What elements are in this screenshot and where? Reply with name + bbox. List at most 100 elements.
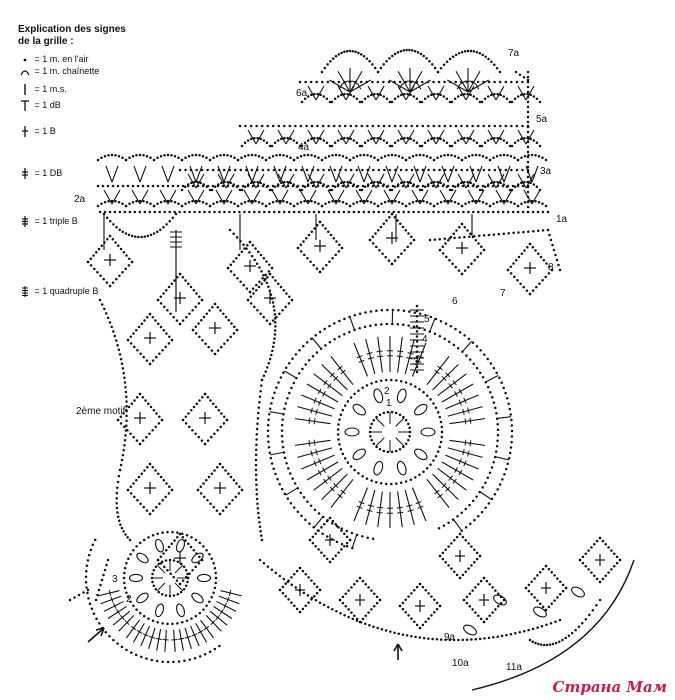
- chain-dot: [222, 312, 225, 316]
- chain-dot: [343, 124, 347, 128]
- chain-dot: [247, 154, 250, 157]
- chain-dot: [203, 442, 207, 446]
- chain-dot: [91, 543, 95, 547]
- chain-dot: [467, 265, 470, 269]
- chain-dot: [97, 247, 101, 251]
- stitch-stroke: [461, 340, 473, 353]
- stitch-stroke: [457, 129, 467, 145]
- stitch-stroke: [132, 622, 145, 643]
- chain-dot: [284, 595, 287, 598]
- chain-dot: [433, 136, 436, 140]
- chain-dot: [330, 521, 334, 525]
- chain-dot: [517, 255, 521, 259]
- chain-dot: [323, 554, 326, 557]
- chain-dot: [441, 252, 445, 255]
- stitch-stroke: [313, 460, 317, 467]
- chain-dot: [105, 281, 109, 284]
- chain-dot: [176, 184, 180, 188]
- chain-dot: [138, 199, 142, 203]
- chain-dot: [369, 155, 373, 158]
- chain-dot: [430, 137, 433, 141]
- chain-dot: [506, 210, 510, 214]
- chain-dot: [163, 200, 166, 203]
- chain-dot: [365, 57, 369, 60]
- chain-dot: [529, 93, 532, 97]
- chain-dot: [510, 435, 514, 438]
- stitch-stroke: [411, 342, 427, 377]
- chain-dot: [166, 660, 170, 664]
- chain-dot: [618, 558, 622, 562]
- chain-dot: [226, 154, 229, 157]
- chain-dot: [366, 124, 369, 128]
- chain-dot: [254, 200, 257, 203]
- chain-dot: [400, 137, 403, 141]
- picot-oval: [420, 427, 436, 437]
- stitch-stroke: [159, 189, 169, 205]
- chain-dot: [538, 100, 542, 104]
- chain-dot: [300, 168, 303, 172]
- chain-dot: [125, 562, 128, 565]
- chain-dot: [257, 411, 260, 415]
- chain-dot: [213, 302, 217, 306]
- chain-dot: [194, 325, 198, 329]
- chain-dot: [403, 249, 406, 252]
- stitch-stroke: [277, 173, 287, 189]
- chain-dot: [303, 253, 306, 257]
- chain-dot: [289, 156, 292, 160]
- chain-dot: [432, 402, 435, 405]
- chain-dot: [510, 188, 514, 192]
- chain-dot: [130, 260, 134, 264]
- chain-dot: [409, 137, 412, 141]
- chain-dot: [399, 481, 403, 485]
- chain-dot: [229, 155, 233, 158]
- chain-dot: [376, 626, 379, 630]
- stitch-stroke: [345, 129, 355, 145]
- chain-dot: [464, 526, 468, 529]
- chain-dot: [255, 262, 259, 265]
- chain-dot: [416, 184, 420, 188]
- stitch-stroke: [415, 501, 422, 505]
- chain-dot: [283, 180, 286, 184]
- chain-dot: [384, 255, 387, 259]
- chain-dot: [410, 634, 413, 638]
- stitch-stroke: [156, 629, 162, 651]
- chain-dot: [346, 461, 350, 464]
- chain-dot: [334, 153, 338, 157]
- chain-dot: [286, 184, 290, 188]
- chain-dot: [191, 328, 195, 332]
- chain-dot: [253, 305, 256, 309]
- chain-dot: [504, 391, 507, 395]
- chain-dot: [390, 450, 394, 454]
- stitch-stroke: [301, 394, 335, 410]
- chain-dot: [561, 589, 565, 593]
- chain-dot: [559, 593, 562, 596]
- chain-dot: [402, 210, 405, 214]
- chain-dot: [115, 502, 118, 505]
- chain-dot: [498, 483, 502, 486]
- chain-dot: [340, 542, 344, 546]
- chain-dot: [270, 353, 273, 357]
- chain-dot: [178, 210, 181, 214]
- chain-dot: [570, 631, 574, 635]
- chain-dot: [539, 602, 542, 605]
- chain-dot: [268, 407, 272, 411]
- chain-dot: [348, 538, 352, 542]
- stitch-stroke: [432, 364, 459, 391]
- chain-dot: [164, 594, 168, 597]
- chain-dot: [473, 561, 476, 564]
- chain-dot: [205, 604, 208, 608]
- chain-dot: [536, 599, 539, 602]
- chain-dot: [336, 184, 340, 188]
- chain-dot: [183, 659, 186, 663]
- chain-dot: [443, 154, 446, 157]
- chain-dot: [601, 577, 605, 581]
- chain-dot: [144, 399, 147, 402]
- chain-dot: [415, 309, 419, 313]
- chain-dot: [258, 400, 261, 404]
- chain-dot: [399, 124, 402, 128]
- chain-dot: [434, 406, 438, 410]
- chain-dot: [317, 210, 321, 214]
- chain-dot: [310, 181, 313, 185]
- chain-dot: [281, 418, 284, 421]
- chain-dot: [276, 184, 280, 188]
